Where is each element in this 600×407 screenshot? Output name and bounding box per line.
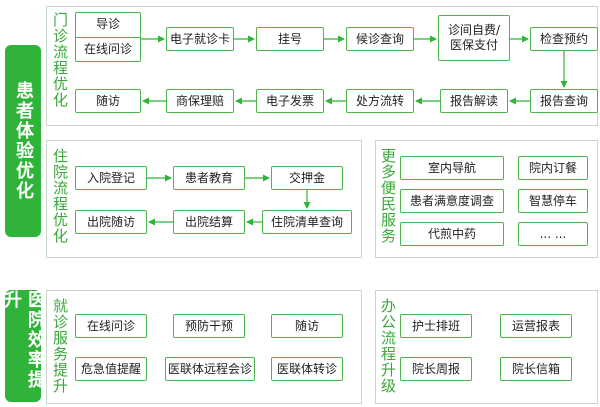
flow-node[interactable]: 处方流转 bbox=[346, 89, 414, 113]
service-item[interactable]: 代煎中药 bbox=[400, 222, 504, 246]
service-item[interactable]: 随访 bbox=[271, 314, 343, 338]
section-tab-patient-experience: 患者体验优化 bbox=[5, 45, 41, 237]
consult-service-panel bbox=[46, 290, 362, 404]
flow-node[interactable]: 挂号 bbox=[256, 27, 324, 51]
section-title: 患者体验优化 bbox=[13, 81, 34, 201]
service-item[interactable]: 智慧停车 bbox=[518, 189, 588, 213]
section-title: 医院效率提升 bbox=[1, 290, 46, 390]
service-item[interactable]: ... ... bbox=[518, 222, 588, 246]
flow-node[interactable]: 商保理赔 bbox=[166, 89, 234, 113]
consult-service-label: 就诊服务提升 bbox=[51, 298, 69, 394]
flow-node[interactable]: 电子发票 bbox=[256, 89, 324, 113]
online-consult-item[interactable]: 在线问诊 bbox=[76, 36, 140, 62]
more-services-label: 更多便民服务 bbox=[379, 148, 397, 244]
inpatient-panel bbox=[46, 140, 362, 258]
inpatient-label: 住院流程优化 bbox=[51, 148, 69, 244]
office-process-label: 办公流程升级 bbox=[379, 298, 397, 394]
service-item[interactable]: 院长信箱 bbox=[500, 357, 572, 381]
section-tab-hospital-efficiency: 医院效率提升 bbox=[1, 290, 46, 402]
outpatient-label: 门诊流程优化 bbox=[51, 12, 69, 108]
service-item[interactable]: 室内导航 bbox=[400, 156, 504, 180]
guide-box: 导诊 在线问诊 bbox=[75, 12, 141, 62]
flow-node[interactable]: 报告解读 bbox=[440, 89, 508, 113]
flow-node[interactable]: 入院登记 bbox=[75, 166, 147, 190]
service-item[interactable]: 危急值提醒 bbox=[75, 357, 147, 381]
flow-node[interactable]: 出院随访 bbox=[75, 210, 147, 234]
service-item[interactable]: 患者满意度调查 bbox=[400, 189, 504, 213]
flow-node[interactable]: 住院清单查询 bbox=[262, 210, 352, 234]
flow-node[interactable]: 随访 bbox=[75, 89, 141, 113]
flow-node[interactable]: 报告查询 bbox=[530, 89, 598, 113]
flow-node-label: 诊间自费/医保支付 bbox=[447, 23, 501, 52]
service-item[interactable]: 医联体转诊 bbox=[271, 357, 343, 381]
flow-node[interactable]: 患者教育 bbox=[173, 166, 245, 190]
service-item[interactable]: 在线问诊 bbox=[75, 314, 147, 338]
guide-item[interactable]: 导诊 bbox=[95, 17, 120, 32]
flow-node[interactable]: 检查预约 bbox=[530, 27, 598, 51]
service-item[interactable]: 运营报表 bbox=[500, 314, 572, 338]
service-item[interactable]: 院长周报 bbox=[400, 357, 472, 381]
service-item[interactable]: 预防干预 bbox=[173, 314, 245, 338]
service-item[interactable]: 院内订餐 bbox=[518, 156, 588, 180]
flow-node[interactable]: 交押金 bbox=[271, 166, 343, 190]
flow-node[interactable]: 电子就诊卡 bbox=[166, 27, 234, 51]
service-item[interactable]: 护士排班 bbox=[400, 314, 472, 338]
flow-node[interactable]: 诊间自费/医保支付 bbox=[438, 15, 510, 61]
flow-node[interactable]: 出院结算 bbox=[173, 210, 245, 234]
flow-node[interactable]: 候诊查询 bbox=[346, 27, 414, 51]
service-item[interactable]: 医联体远程会诊 bbox=[165, 357, 255, 381]
office-process-panel bbox=[375, 290, 598, 404]
